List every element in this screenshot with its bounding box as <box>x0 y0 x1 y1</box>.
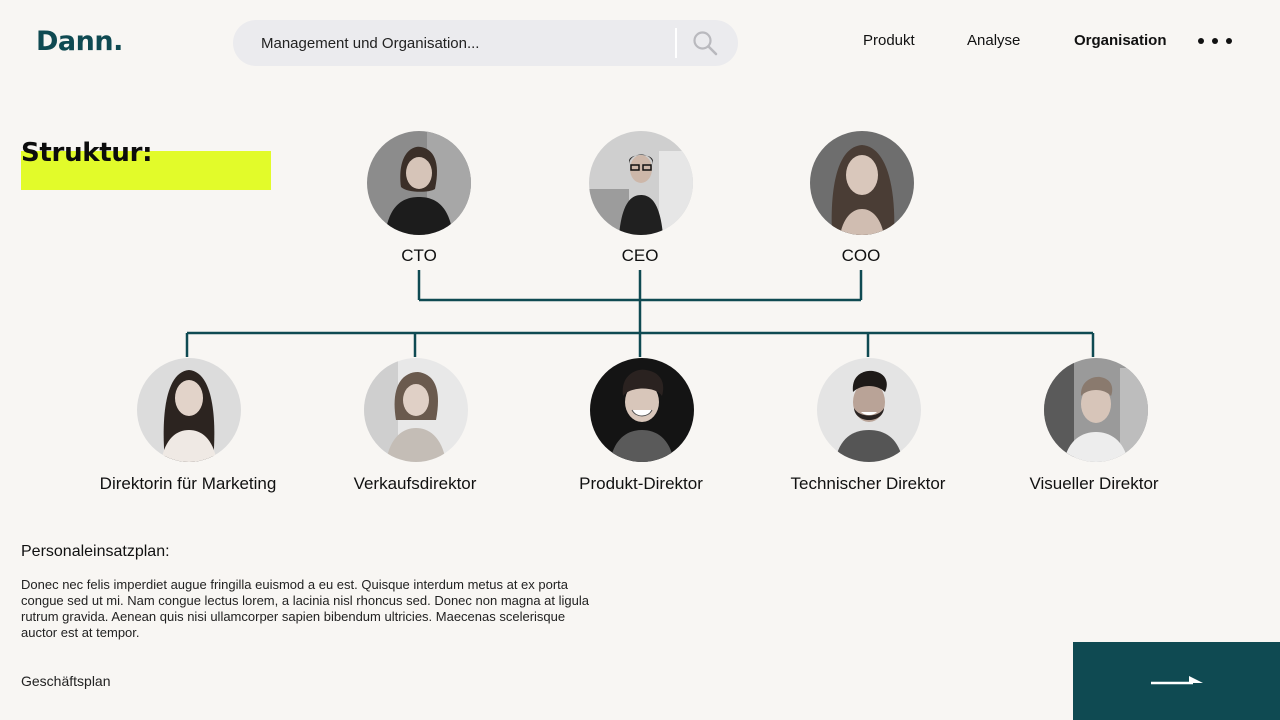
role-coo: COO <box>841 246 881 265</box>
man-glasses-portrait-icon <box>589 131 693 235</box>
avatar-technical-director[interactable] <box>817 358 921 462</box>
man-beard-portrait-icon <box>817 358 921 462</box>
avatar-product-director[interactable] <box>590 358 694 462</box>
avatar-coo[interactable] <box>810 131 914 235</box>
search-divider <box>675 28 677 58</box>
role-technical-director: Technischer Direktor <box>790 474 946 493</box>
plan-text: Donec nec felis imperdiet augue fringill… <box>21 577 589 640</box>
role-sales-director: Verkaufsdirektor <box>353 474 477 493</box>
woman-portrait-icon <box>137 358 241 462</box>
more-dots-icon[interactable] <box>1198 38 1232 44</box>
nav-produkt[interactable]: Produkt <box>863 32 915 49</box>
avatar-visual-director[interactable] <box>1044 358 1148 462</box>
section-title-text: Struktur: <box>21 138 153 168</box>
arrow-right-icon <box>1150 676 1203 685</box>
woman-portrait-icon <box>367 131 471 235</box>
man-portrait-icon <box>1044 358 1148 462</box>
search-icon <box>693 31 718 56</box>
woman-portrait-icon <box>364 358 468 462</box>
logo[interactable]: Dann. <box>36 26 123 57</box>
role-product-director: Produkt-Direktor <box>579 474 703 493</box>
man-portrait-icon <box>590 358 694 462</box>
search-bar <box>233 20 738 66</box>
business-plan-link[interactable]: Geschäftsplan <box>21 673 111 689</box>
search-button[interactable] <box>677 20 733 66</box>
plan-title: Personaleinsatzplan: <box>21 543 170 560</box>
nav-organisation[interactable]: Organisation <box>1074 32 1167 49</box>
role-cto: CTO <box>401 246 437 265</box>
role-marketing-director: Direktorin für Marketing <box>99 474 277 493</box>
avatar-cto[interactable] <box>367 131 471 235</box>
next-button[interactable] <box>1073 642 1280 720</box>
section-title: Struktur: <box>21 136 271 192</box>
search-input[interactable] <box>261 28 671 58</box>
avatar-marketing-director[interactable] <box>137 358 241 462</box>
role-visual-director: Visueller Direktor <box>1029 474 1159 493</box>
title-highlight <box>21 151 271 190</box>
nav-analyse[interactable]: Analyse <box>967 32 1021 49</box>
avatar-ceo[interactable] <box>589 131 693 235</box>
woman-portrait-icon <box>810 131 914 235</box>
role-ceo: CEO <box>621 246 659 265</box>
avatar-sales-director[interactable] <box>364 358 468 462</box>
